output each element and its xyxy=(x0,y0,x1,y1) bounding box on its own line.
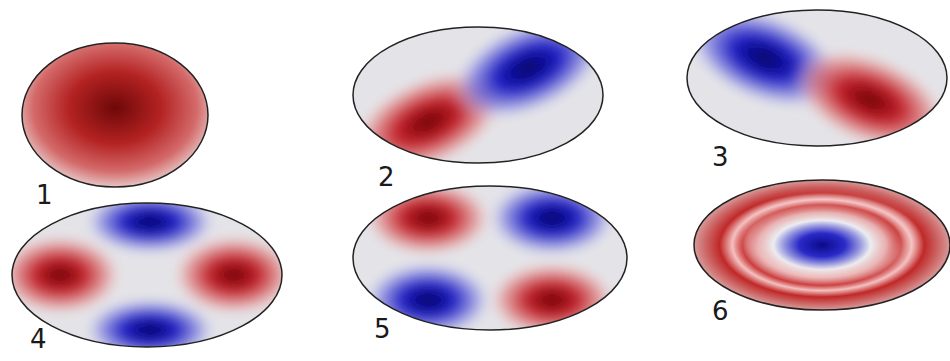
callout-number: 5 xyxy=(374,314,391,344)
callout-number: 4 xyxy=(30,324,47,354)
callout-number-box: 4 xyxy=(30,326,47,352)
disc-outline xyxy=(12,203,282,347)
mode-disc xyxy=(22,43,208,187)
mode-disc xyxy=(672,0,950,172)
callout-number: 1 xyxy=(36,180,53,210)
callout-number: 6 xyxy=(712,296,729,326)
callout-number-box: 5 xyxy=(374,316,391,342)
callout-number: 2 xyxy=(378,162,395,192)
callout-number-box: 6 xyxy=(712,298,729,324)
callout-number-box: 1 xyxy=(36,182,53,208)
callout-number: 3 xyxy=(712,142,729,172)
callout-number-box: 3 xyxy=(712,144,729,170)
disc-outline xyxy=(353,27,603,163)
disc-outline xyxy=(353,186,627,330)
disc-outline xyxy=(687,10,947,146)
mode-disc xyxy=(694,180,950,310)
mode-disc xyxy=(335,0,621,196)
mode-disc xyxy=(0,190,296,361)
callout-number-box: 2 xyxy=(378,164,395,190)
mode-disc xyxy=(353,180,627,338)
ring-highlight xyxy=(748,200,908,276)
